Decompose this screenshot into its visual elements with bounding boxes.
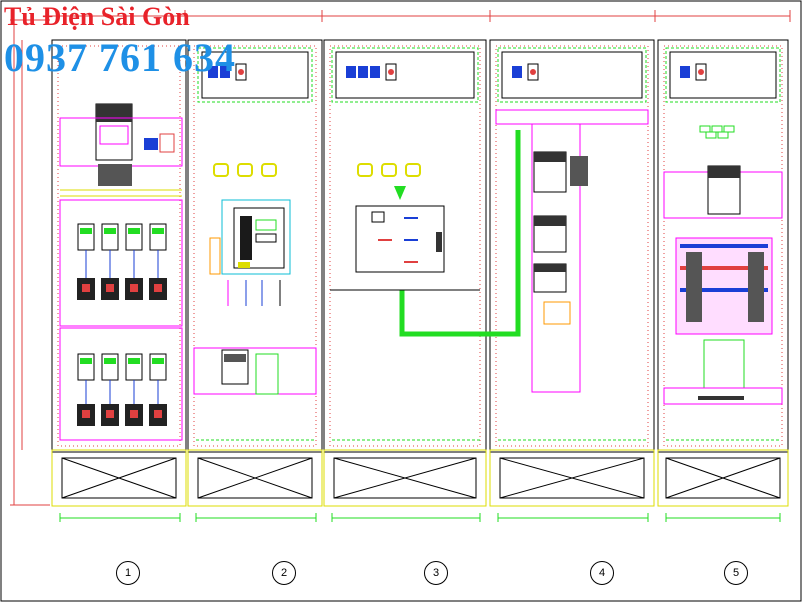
panel-2-contactor — [193, 347, 317, 395]
meter-icon — [512, 66, 522, 78]
plinths — [51, 449, 789, 507]
panel-5-frame — [657, 39, 789, 453]
meter-icon — [680, 66, 690, 78]
indicator-lamp-icon — [385, 63, 397, 81]
width-dimension — [48, 10, 791, 22]
top-compartments — [197, 47, 781, 103]
panel-5-breakers — [663, 125, 783, 405]
indicator-lamp-icon — [695, 63, 707, 81]
height-dimension — [10, 19, 50, 506]
panel-1-feeder-area — [59, 199, 183, 441]
panel-1-feeder-breakers — [77, 223, 167, 426]
feeder-breaker — [149, 353, 167, 426]
panel-1-busbars — [60, 189, 182, 197]
feeder-breaker — [77, 353, 95, 426]
feeder-breaker — [101, 353, 119, 426]
panel-3-ats — [355, 205, 445, 273]
feeder-breaker — [149, 223, 167, 300]
indicator-lamp-icon — [527, 63, 539, 81]
panel-2-acb — [209, 199, 291, 306]
panel-3-arrow — [394, 186, 406, 200]
feeder-breaker — [77, 223, 95, 300]
panel-4-frame — [489, 39, 655, 453]
panel-1-main-breaker — [59, 103, 183, 186]
panel-2-frame — [187, 39, 323, 453]
meter-icon — [370, 66, 380, 78]
phone-watermark: 0937 761 634 — [4, 35, 236, 80]
meter-icon — [358, 66, 368, 78]
meter-icon — [346, 66, 356, 78]
feeder-breaker — [125, 223, 143, 300]
meter-devices — [208, 63, 707, 81]
panel-2-cts — [213, 163, 277, 177]
panel-number-3: 3 — [424, 561, 448, 585]
panel-number-2: 2 — [272, 561, 296, 585]
feeder-breaker — [125, 353, 143, 426]
panel-4-breakers — [495, 109, 649, 393]
top-compartment-inner — [201, 51, 777, 99]
meter-icon — [208, 66, 218, 78]
panel-number-1: 1 — [116, 561, 140, 585]
panel-3-frame — [323, 39, 487, 453]
panel-number-4: 4 — [590, 561, 614, 585]
feeder-breaker — [101, 223, 119, 300]
bottom-dimensions — [59, 513, 781, 522]
panel-3-cts — [357, 163, 421, 177]
indicator-lamp-icon — [235, 63, 247, 81]
panel-3-bus-route — [399, 130, 521, 337]
company-watermark: Tủ Điện Sài Gòn — [4, 2, 190, 31]
panel-number-5: 5 — [724, 561, 748, 585]
panel-1-frame — [51, 39, 187, 453]
meter-icon — [220, 66, 230, 78]
